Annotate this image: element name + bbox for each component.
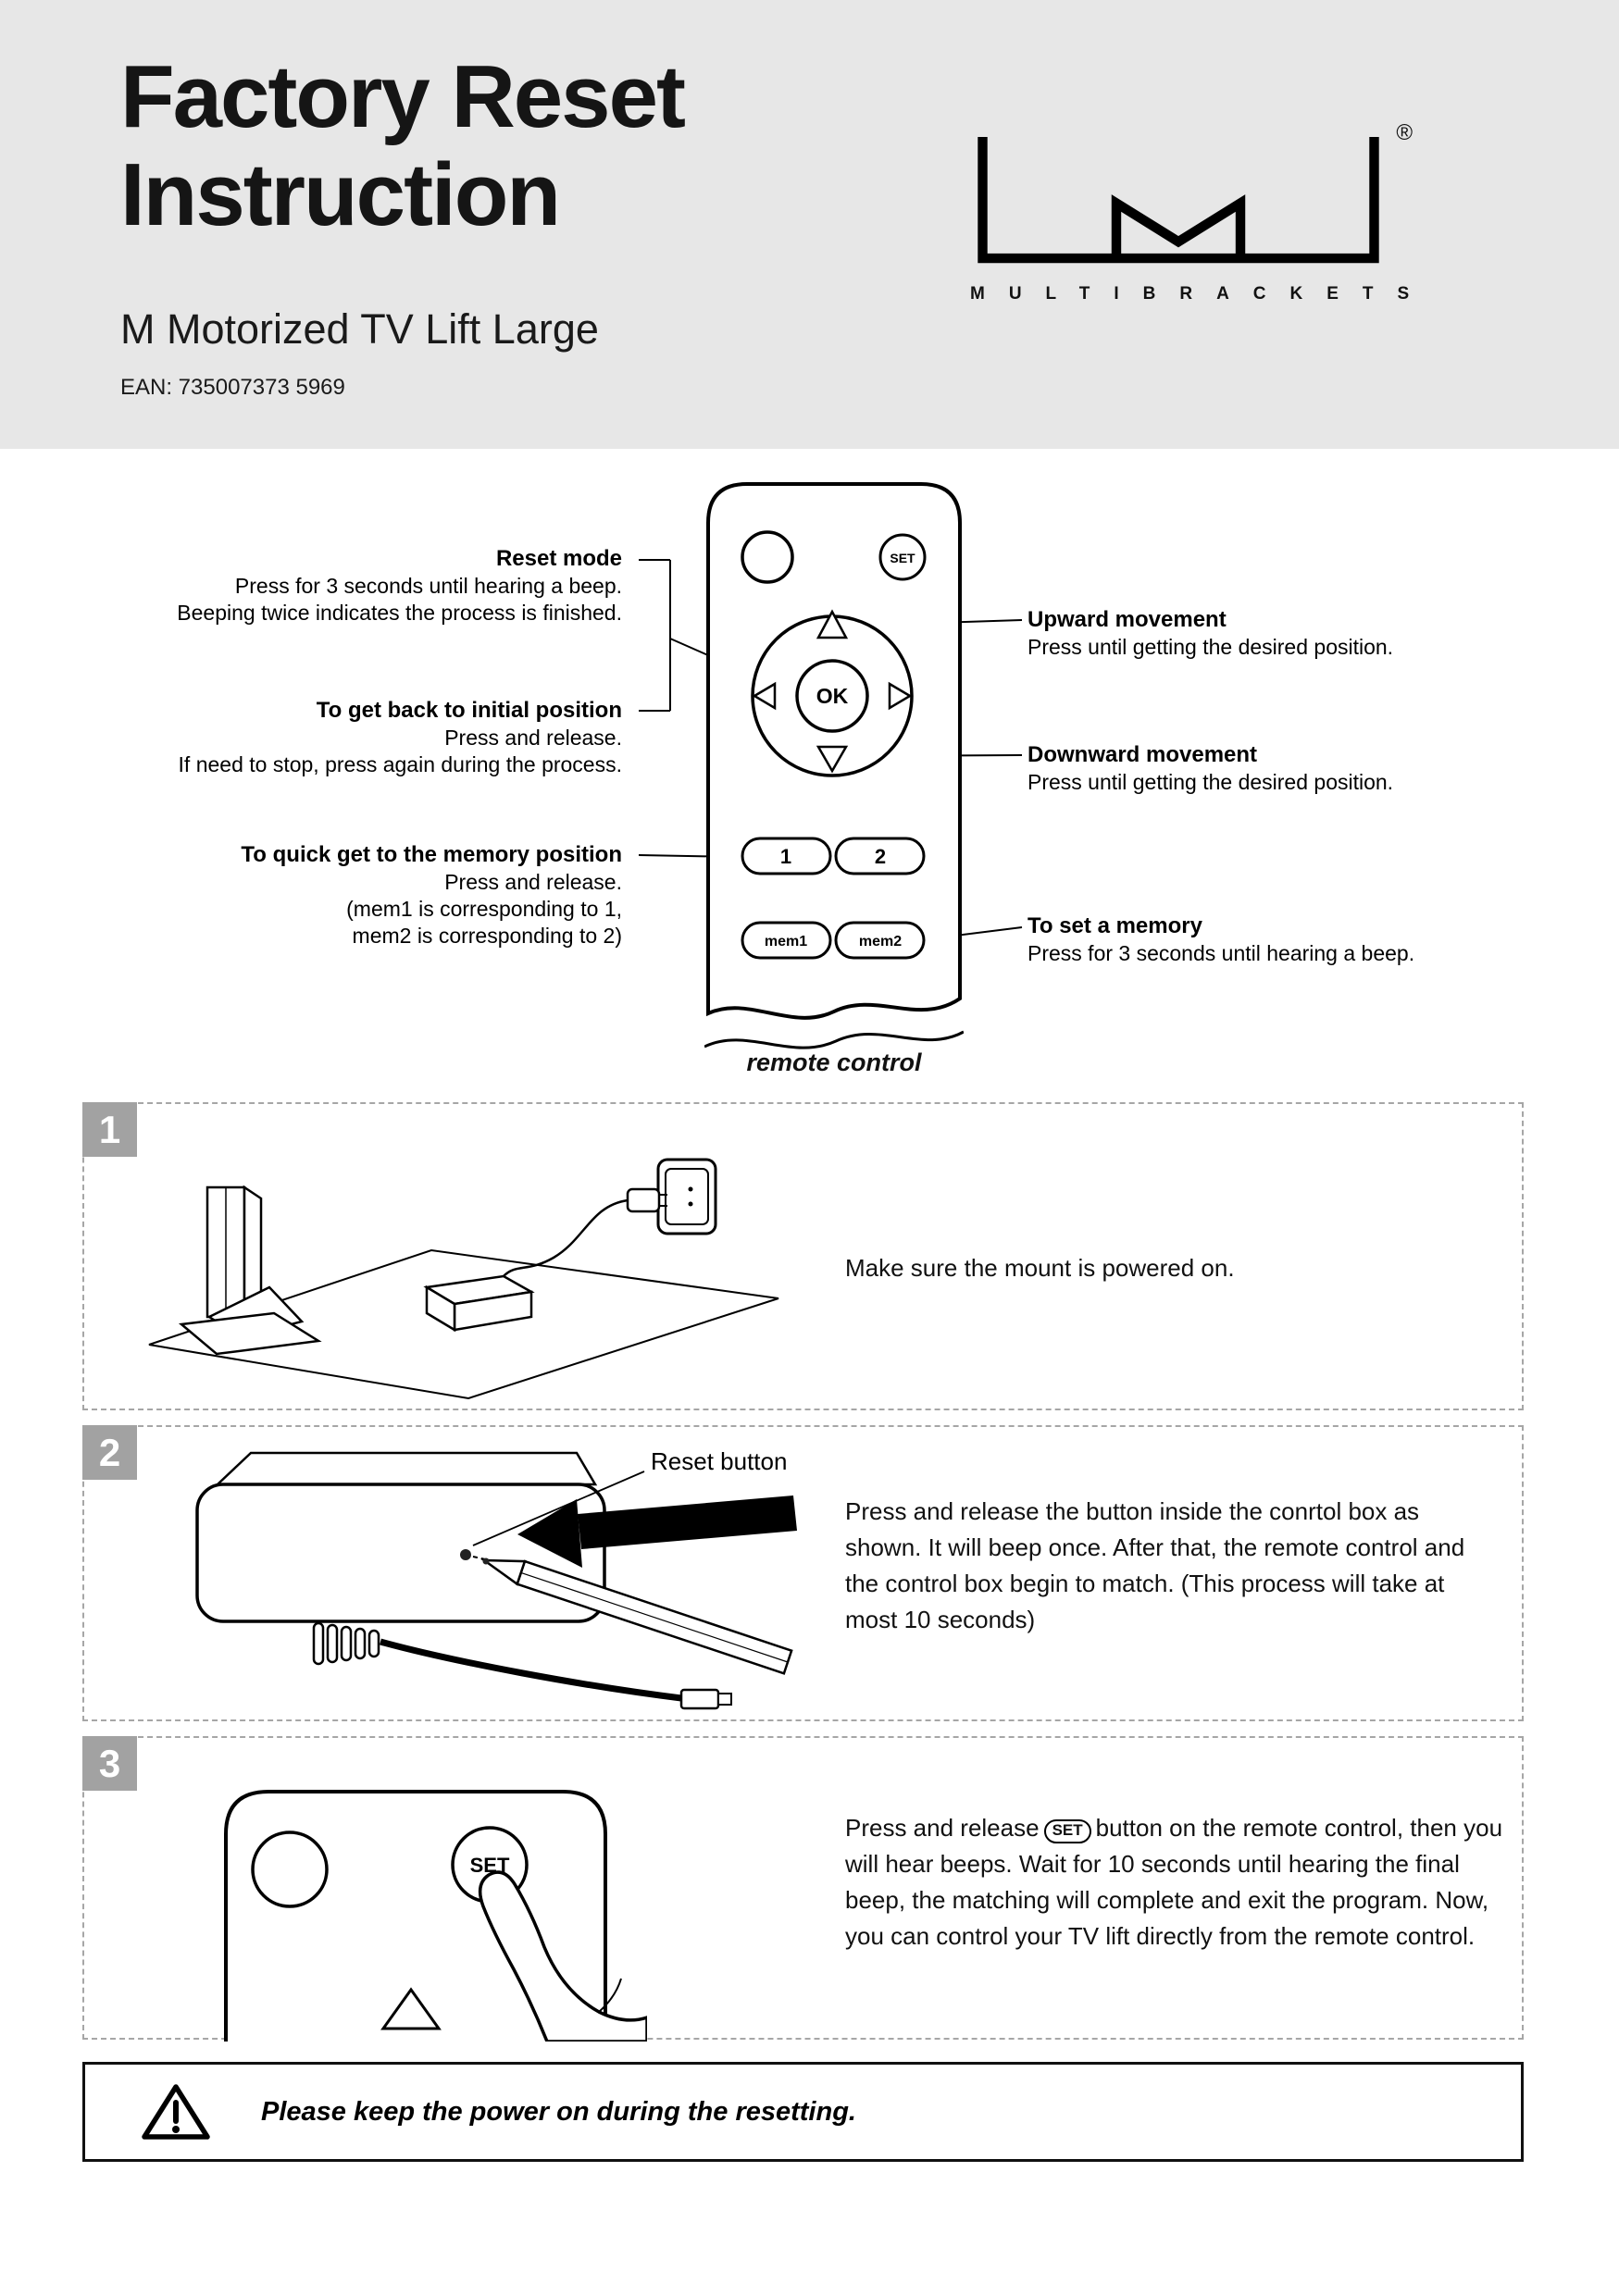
ean-code: EAN: 735007373 5969 — [120, 375, 345, 400]
step-2-text: Press and release the button inside the … — [845, 1497, 1465, 1633]
remote-control-illustration: SET OK 1 2 mem1 mem2 — [704, 482, 964, 1049]
cable-gland-rib — [312, 1621, 325, 1666]
step-1-text: Make sure the mount is powered on. — [845, 1254, 1235, 1282]
annotation-title: Upward movement — [1027, 607, 1227, 632]
annotation-line: Press until getting the desired position… — [1027, 770, 1394, 794]
reset-button-label: Reset button — [651, 1447, 787, 1475]
set-button — [878, 533, 927, 581]
annotation-memory-position: To quick get to the memory position Pres… — [241, 841, 622, 949]
up-arrow-icon — [816, 609, 849, 639]
cable-connector — [679, 1688, 720, 1710]
title-line-2: Instruction — [120, 145, 561, 244]
step-2-box: 2 Reset button — [82, 1425, 1524, 1721]
annotation-title: To quick get to the memory position — [241, 842, 622, 867]
remote-break-wave — [704, 1030, 964, 1049]
annotation-line: Press for 3 seconds until hearing a beep… — [1027, 941, 1415, 965]
step-3-text-before: Press and release — [845, 1814, 1040, 1842]
power-cable — [503, 1198, 629, 1277]
title-line-1: Factory Reset — [120, 47, 686, 146]
down-arrow-icon — [816, 745, 849, 774]
annotation-upward-movement: Upward movement Press until getting the … — [1027, 606, 1393, 661]
logo-m-icon — [978, 137, 1379, 264]
remote-diagram-section: SET OK 1 2 mem1 mem2 Reset mode Press fo… — [0, 449, 1619, 1102]
set-button-inline-icon: SET — [1043, 1819, 1091, 1843]
warning-text: Please keep the power on during the rese… — [261, 2096, 856, 2127]
annotation-set-memory: To set a memory Press for 3 seconds unti… — [1027, 912, 1414, 967]
ok-button-label: OK — [816, 684, 849, 708]
mem2-button — [834, 921, 926, 960]
reset-button-hole — [460, 1549, 471, 1560]
mem1-button-label: mem1 — [765, 934, 807, 949]
brand-wordmark: MULTIBRACKETS — [970, 284, 1434, 304]
annotation-reset-mode: Reset mode Press for 3 seconds until hea… — [177, 545, 622, 627]
annotation-title: Reset mode — [495, 546, 622, 571]
annotation-title: To set a memory — [1027, 913, 1202, 938]
annotation-downward-movement: Downward movement Press until getting th… — [1027, 741, 1393, 796]
pencil-graphite — [482, 1558, 490, 1565]
product-name: M Motorized TV Lift Large — [120, 305, 599, 353]
annotation-initial-position: To get back to initial position Press an… — [179, 697, 622, 778]
step-1-box: 1 Make sure the mount is powered on. — [82, 1102, 1524, 1410]
set-button-label: SET — [890, 551, 915, 565]
annotation-line: (mem1 is corresponding to 1, — [346, 897, 622, 921]
control-box-left — [425, 1285, 456, 1333]
mount-base-plate — [178, 1311, 322, 1356]
annotation-title: Downward movement — [1027, 742, 1258, 767]
ok-button — [795, 659, 869, 733]
control-box-front-face — [195, 1483, 606, 1623]
cable-gland-rib — [367, 1629, 380, 1658]
annotation-line: Press and release. — [444, 726, 622, 750]
annotation-line: mem2 is corresponding to 2) — [352, 924, 622, 948]
step-3-illustration: SET — [224, 1790, 647, 2042]
mem2-button-label: mem2 — [859, 934, 902, 949]
button-1-label: 1 — [780, 845, 791, 868]
right-arrow-icon — [888, 681, 913, 711]
remote-power-button — [251, 1831, 329, 1908]
power-button — [741, 530, 794, 584]
pressing-finger — [478, 1870, 647, 2042]
power-plug — [626, 1187, 661, 1213]
annotation-line: Beeping twice indicates the process is f… — [177, 601, 622, 625]
multibrackets-logo: ® MULTIBRACKETS — [970, 120, 1434, 304]
cable-connector-tip — [717, 1693, 732, 1706]
press-direction-arrow-shaft — [578, 1496, 797, 1549]
annotation-title: To get back to initial position — [316, 698, 622, 723]
warning-box: Please keep the power on during the rese… — [82, 2062, 1524, 2162]
step-3-number: 3 — [82, 1736, 137, 1791]
button-2-label: 2 — [875, 845, 886, 868]
step-2-number: 2 — [82, 1425, 137, 1480]
control-cable — [380, 1638, 682, 1702]
step-1-illustration — [148, 1158, 779, 1400]
left-arrow-icon — [752, 681, 777, 711]
wall-socket-inner — [665, 1168, 709, 1225]
cable-gland-rib — [354, 1627, 367, 1660]
step-3-text-after: button on the remote control, then you w… — [845, 1814, 1503, 1950]
annotation-line: Press until getting the desired position… — [1027, 635, 1394, 659]
remote-caption: remote control — [746, 1049, 922, 1076]
reset-label-leader-line — [472, 1471, 645, 1546]
header: Factory Reset Instruction M Motorized TV… — [0, 0, 1619, 449]
annotation-line: Press for 3 seconds until hearing a beep… — [234, 574, 622, 598]
warning-triangle-icon — [142, 2084, 210, 2140]
cable-gland-rib — [326, 1623, 339, 1664]
remote-up-arrow-icon — [380, 1987, 442, 2030]
annotation-line: Press and release. — [444, 870, 622, 894]
floor-surface — [148, 1248, 779, 1400]
press-direction-arrow-icon — [517, 1499, 582, 1568]
step-2-illustration: Reset button — [195, 1447, 797, 1710]
cable-gland-rib — [340, 1625, 353, 1662]
control-box-top-face — [214, 1451, 598, 1486]
button-1 — [741, 837, 832, 875]
button-2 — [834, 837, 926, 875]
annotation-line: If need to stop, press again during the … — [178, 752, 622, 776]
step-1-number: 1 — [82, 1102, 137, 1157]
page-title: Factory Reset Instruction — [120, 47, 686, 244]
registered-trademark: ® — [1396, 120, 1413, 145]
mem1-button — [741, 921, 832, 960]
